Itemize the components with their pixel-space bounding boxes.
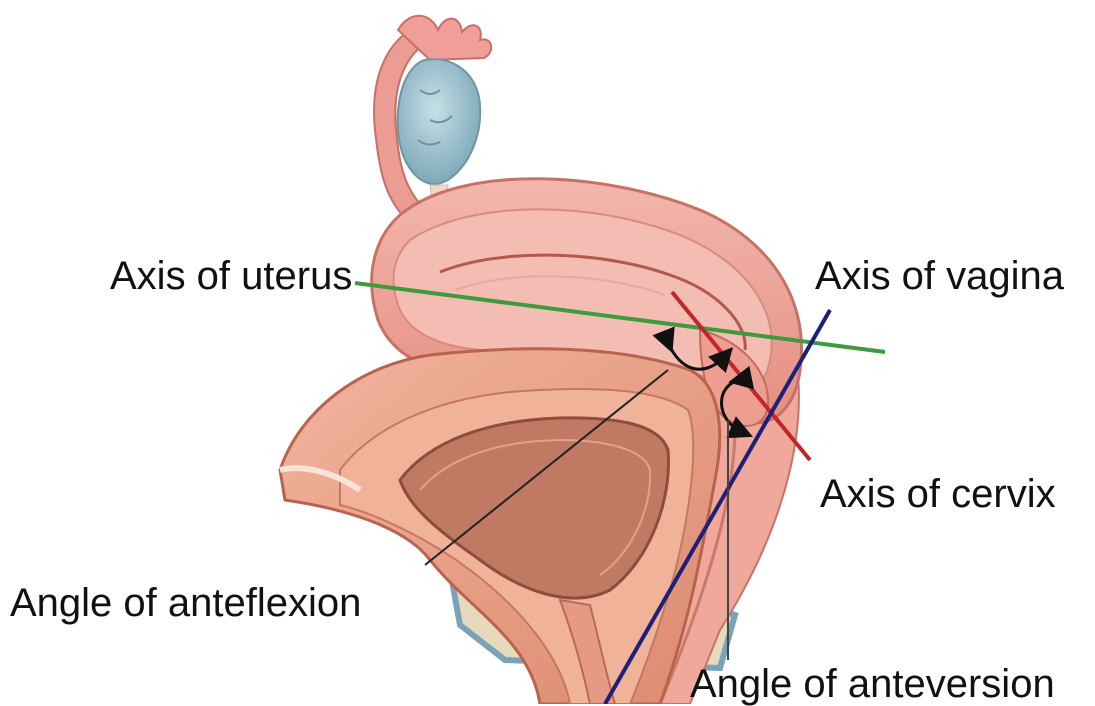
axis-of-cervix-label: Axis of cervix: [820, 474, 1056, 514]
axis-of-uterus-label: Axis of uterus: [110, 256, 352, 296]
angle-of-anteflexion-label: Angle of anteflexion: [10, 583, 361, 623]
angle-of-anteversion-label: Angle of anteversion: [690, 664, 1055, 704]
axis-of-vagina-label: Axis of vagina: [815, 256, 1064, 296]
